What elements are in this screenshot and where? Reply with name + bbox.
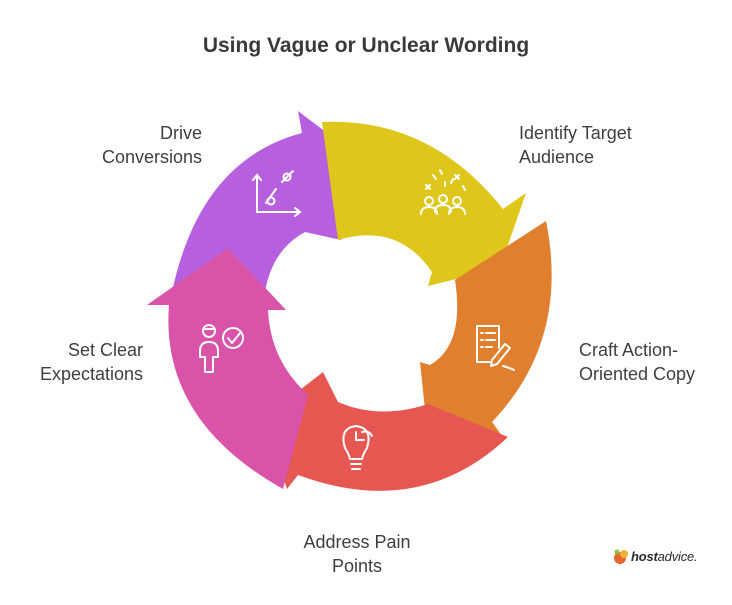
person-check-icon <box>199 324 244 373</box>
audience-icon <box>420 169 466 215</box>
segment-identify-target-audience <box>322 121 526 286</box>
logo-text: hostadvice. <box>631 548 698 564</box>
segment-address-pain-points <box>264 372 508 491</box>
line-chart-icon <box>252 170 302 217</box>
logo-mark-icon <box>614 549 628 564</box>
segment-set-clear-expectations <box>147 248 308 489</box>
hostadvice-logo: hostadvice. <box>611 546 698 566</box>
segment-craft-copy <box>420 221 552 440</box>
page-title: Using Vague or Unclear Wording <box>202 34 530 57</box>
document-pen-icon <box>476 325 515 371</box>
lightbulb-puzzle-icon <box>342 425 373 470</box>
label-craft-copy: Craft Action-Oriented Copy <box>579 340 696 384</box>
